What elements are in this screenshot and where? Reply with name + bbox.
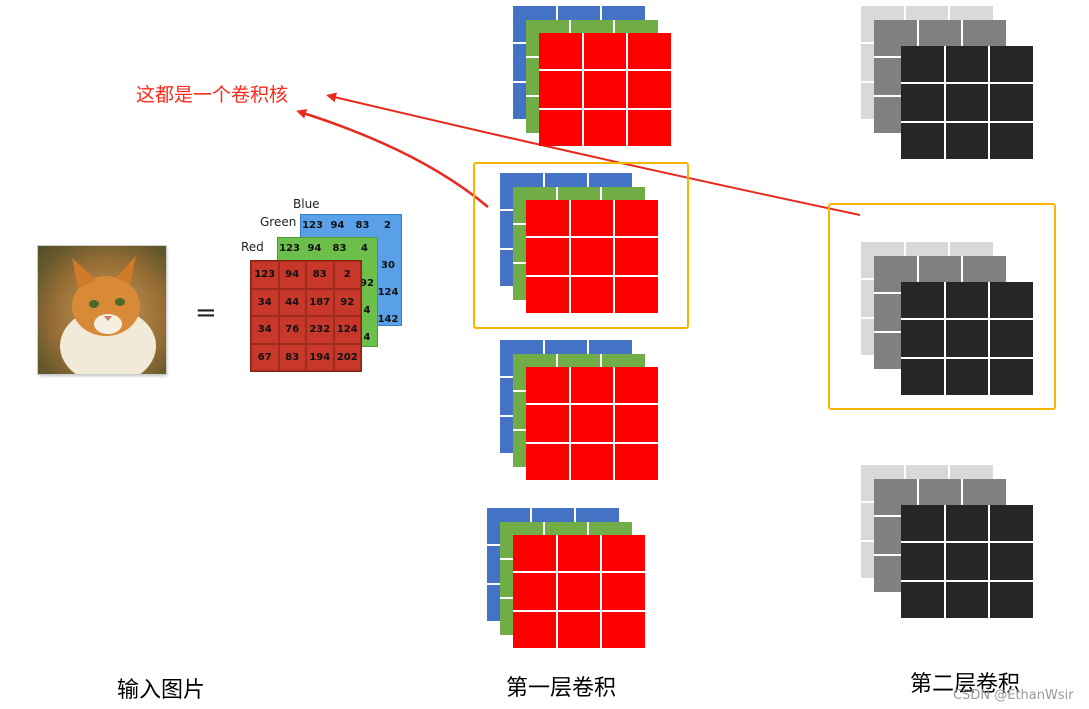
channel-label-green: Green (260, 215, 296, 229)
red-cell: 194 (306, 344, 334, 372)
red-cell: 202 (334, 344, 362, 372)
kernel-cell (990, 505, 1033, 541)
kernel-cell (558, 573, 601, 609)
kernel-cell (946, 84, 989, 120)
kernel-cell (628, 71, 671, 107)
kernel-cell (901, 505, 944, 541)
kernel-cell (558, 535, 601, 571)
blue-top-row: 123 94 83 2 (300, 220, 400, 231)
kernel-cell (584, 110, 627, 146)
red-cell: 2 (334, 261, 362, 289)
kernel-cell (901, 543, 944, 579)
kernel-cell (901, 84, 944, 120)
kernel-cell (615, 444, 658, 480)
layer1-highlight-box (473, 162, 689, 329)
red-cell: 123 (251, 261, 279, 289)
kernel-cell (990, 123, 1033, 159)
channel-label-red: Red (241, 240, 264, 254)
kernel-cell (558, 612, 601, 648)
red-cell: 34 (251, 316, 279, 344)
layer2-highlight-box (828, 203, 1056, 410)
blue-side-col: 30 124 142 (376, 252, 400, 333)
kernel-cell (602, 535, 645, 571)
red-cell: 187 (306, 289, 334, 317)
kernel-cell (615, 405, 658, 441)
kernel-cell (539, 71, 582, 107)
kernel-cell (946, 582, 989, 618)
kernel-gray-dark-layer (901, 46, 1033, 159)
kernel-cell (901, 123, 944, 159)
green-top-row: 123 94 83 4 (277, 243, 377, 254)
equals-sign: = (195, 298, 217, 328)
input-image-label: 输入图片 (117, 672, 205, 704)
kernel-cell (513, 573, 556, 609)
kernel-cell (946, 123, 989, 159)
red-cell: 83 (306, 261, 334, 289)
red-cell: 124 (334, 316, 362, 344)
kernel-cell (628, 33, 671, 69)
kernel-gray-dark-layer (901, 505, 1033, 618)
kernel-red-layer (539, 33, 671, 146)
kernel-cell (571, 444, 614, 480)
kernel-cell (526, 405, 569, 441)
red-cell: 92 (334, 289, 362, 317)
kernel-cell (539, 110, 582, 146)
kernel-cell (901, 582, 944, 618)
watermark: CSDN @EthanWsir (953, 688, 1074, 703)
kernel-cell (513, 612, 556, 648)
kernel-cell (628, 110, 671, 146)
kernel-cell (602, 573, 645, 609)
kernel-cell (990, 543, 1033, 579)
cat-illustration (38, 246, 166, 374)
kernel-cell (571, 367, 614, 403)
red-cell: 44 (279, 289, 307, 317)
kernel-cell (602, 612, 645, 648)
kernel-cell (990, 582, 1033, 618)
channel-label-blue: Blue (293, 197, 320, 211)
red-cell: 34 (251, 289, 279, 317)
kernel-cell (584, 71, 627, 107)
kernel-cell (990, 84, 1033, 120)
kernel-cell (901, 46, 944, 82)
kernel-cell (526, 444, 569, 480)
kernel-red-layer (513, 535, 645, 648)
kernel-red-layer (526, 367, 658, 480)
kernel-cell (513, 535, 556, 571)
kernel-cell (946, 543, 989, 579)
kernel-cell (946, 505, 989, 541)
red-cell: 94 (279, 261, 307, 289)
kernel-cell (526, 367, 569, 403)
kernel-cell (990, 46, 1033, 82)
red-channel-matrix: 123 94 83 2 34 44 187 92 34 76 232 124 6… (250, 260, 362, 372)
kernel-cell (571, 405, 614, 441)
kernel-cell (946, 46, 989, 82)
cat-photo (38, 246, 166, 374)
red-cell: 67 (251, 344, 279, 372)
red-cell: 232 (306, 316, 334, 344)
kernel-cell (584, 33, 627, 69)
layer1-label: 第一层卷积 (506, 670, 616, 702)
red-cell: 83 (279, 344, 307, 372)
kernel-cell (539, 33, 582, 69)
kernel-cell (615, 367, 658, 403)
red-cell: 76 (279, 316, 307, 344)
